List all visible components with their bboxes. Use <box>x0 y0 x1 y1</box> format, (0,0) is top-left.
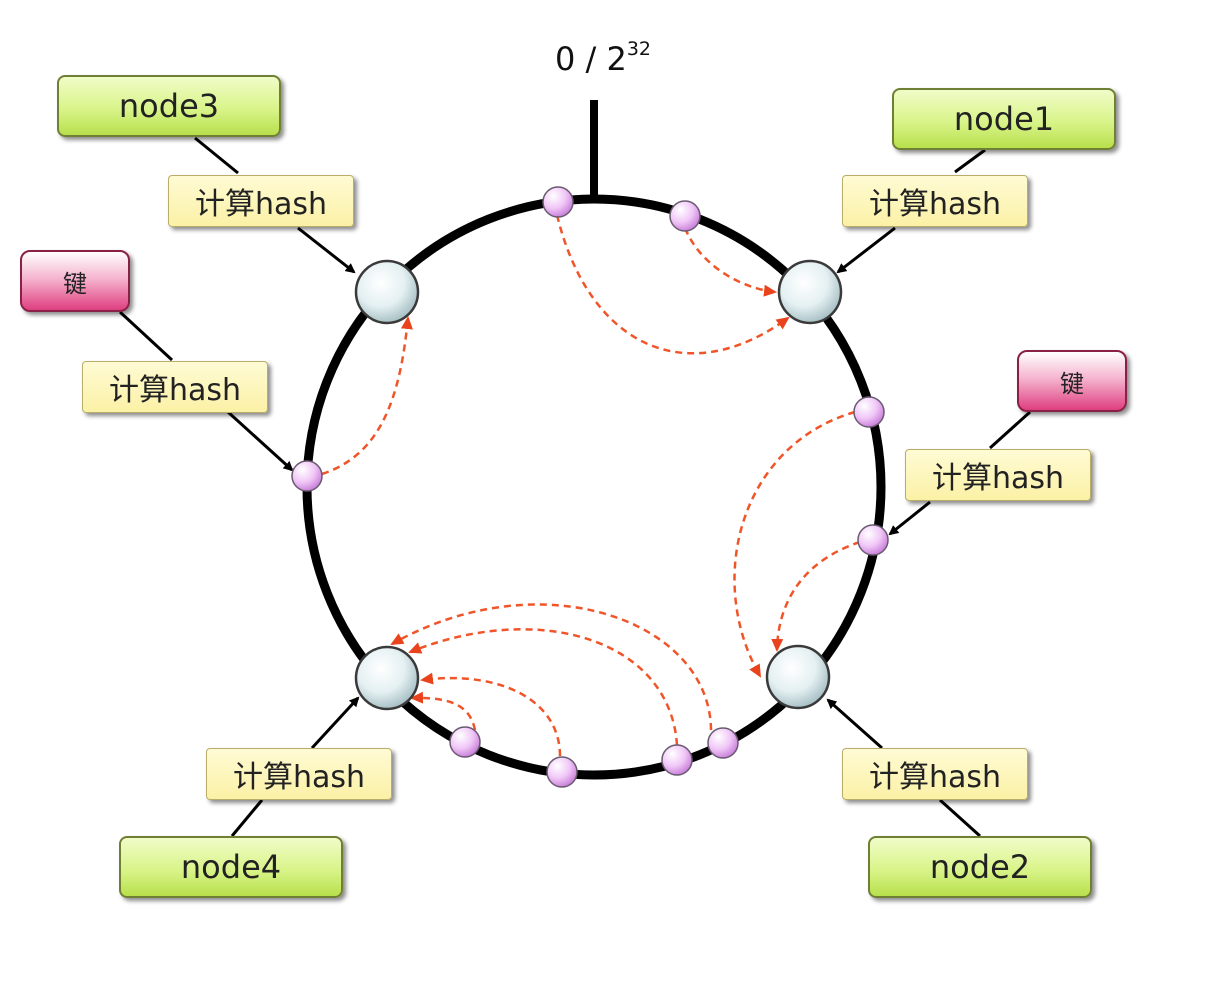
arrow-hash-node4 <box>310 696 360 750</box>
node1-box: node1 <box>892 88 1116 150</box>
key-point <box>857 524 889 556</box>
key-point <box>669 200 701 232</box>
key-box-right: 键 <box>1017 350 1127 412</box>
hash-box-node1: 计算hash <box>842 175 1028 227</box>
dashed-arrow-k8-node4 <box>420 672 562 757</box>
arrow-hash-key-right <box>888 500 931 536</box>
arrow-hash-node3 <box>297 226 356 274</box>
hash-box-node2: 计算hash <box>842 748 1028 800</box>
key-point <box>546 756 578 788</box>
node2-box: node2 <box>868 836 1092 898</box>
key-point <box>449 726 481 758</box>
connector-key-right <box>988 410 1032 450</box>
node4-box: node4 <box>119 836 343 898</box>
ring-label-exponent: 32 <box>626 38 652 60</box>
ring-origin-label: 0 / 232 <box>555 38 652 78</box>
dashed-arrow-k3-node3 <box>321 316 413 476</box>
arrow-hash-node2 <box>826 698 883 750</box>
key-point <box>542 186 574 218</box>
hash-box-key-right: 计算hash <box>905 449 1091 501</box>
connector-node1 <box>954 148 986 174</box>
ring-label-base: 0 / 2 <box>555 40 627 78</box>
dashed-arrow-k4-node2 <box>733 410 856 678</box>
key-box-left: 键 <box>20 250 130 312</box>
connector-node2 <box>938 798 982 838</box>
ring-node-node4 <box>354 645 420 711</box>
key-point <box>291 460 323 492</box>
node3-box: node3 <box>57 75 281 137</box>
ring-node-node3 <box>354 259 420 325</box>
hash-box-node3: 计算hash <box>168 175 354 227</box>
dashed-arrow-k7-node4 <box>408 628 679 746</box>
hash-box-node4: 计算hash <box>206 748 392 800</box>
arrow-hash-key-left <box>226 410 294 472</box>
connector-node4 <box>230 799 264 837</box>
key-point <box>853 396 885 428</box>
arrow-hash-node1 <box>836 226 896 274</box>
connector-node3 <box>194 136 239 175</box>
connector-key-left <box>118 310 174 362</box>
hash-box-key-left: 计算hash <box>82 361 268 413</box>
key-point <box>661 744 693 776</box>
dashed-arrow-k2-node1 <box>683 227 777 297</box>
key-point <box>707 727 739 759</box>
dashed-arrow-k6-node4 <box>390 603 713 731</box>
ring-node-node1 <box>777 259 843 325</box>
dashed-arrow-k1-node1 <box>555 214 790 355</box>
dashed-arrow-k5-node2 <box>771 540 861 652</box>
ring-node-node2 <box>765 644 831 710</box>
